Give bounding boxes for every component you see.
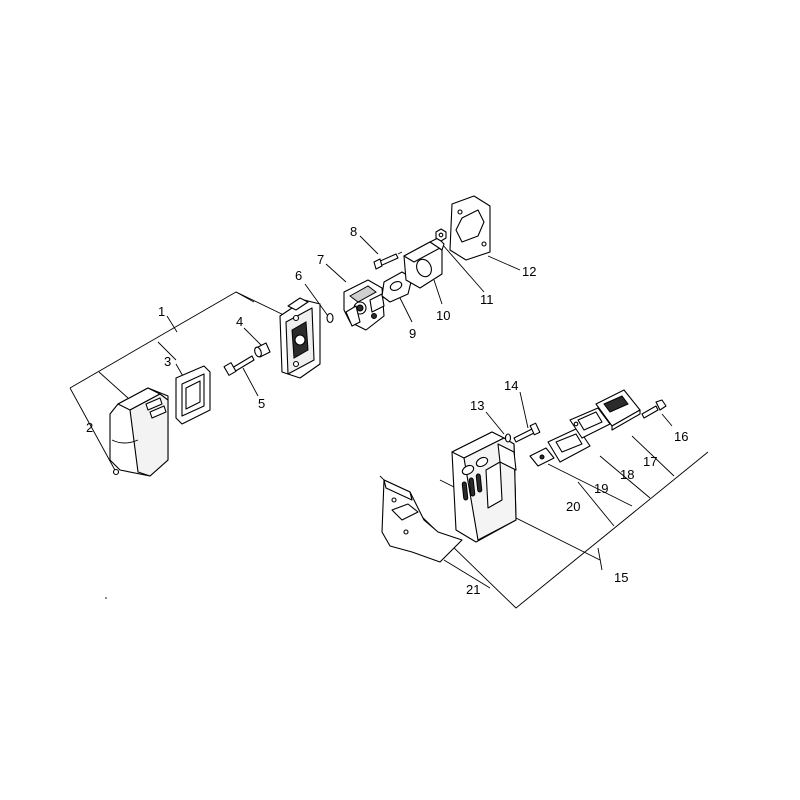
label-16: 16 — [674, 429, 688, 444]
screw-16 — [641, 399, 667, 419]
leader-18 — [599, 455, 651, 499]
leader-10 — [433, 279, 443, 305]
leader-15-b — [597, 547, 603, 571]
label-5: 5 — [258, 396, 265, 411]
label-15: 15 — [614, 570, 628, 585]
leader-16 — [661, 413, 673, 427]
label-7: 7 — [317, 252, 324, 267]
leader-13 — [485, 411, 505, 435]
washer-13 — [504, 433, 512, 443]
carburetor-7 — [343, 279, 385, 331]
insulator-10 — [403, 237, 445, 289]
bolt-14 — [513, 422, 541, 443]
leader-group-1 — [69, 291, 291, 389]
label-3: 3 — [164, 354, 171, 369]
nut-11 — [435, 228, 447, 242]
leader-group-1-b — [235, 291, 255, 303]
leader-5 — [242, 367, 259, 397]
leader-1-cover — [98, 371, 129, 399]
label-19: 19 — [594, 481, 608, 496]
label-17: 17 — [643, 454, 657, 469]
o-ring-6 — [326, 312, 334, 324]
gasket-9 — [381, 271, 413, 303]
label-9: 9 — [409, 326, 416, 341]
leader-group-15 — [379, 451, 709, 609]
leader-14 — [519, 391, 529, 429]
gasket-19 — [547, 427, 591, 463]
stray-dot — [105, 597, 107, 599]
label-10: 10 — [436, 308, 450, 323]
label-13: 13 — [470, 398, 484, 413]
label-4: 4 — [236, 314, 243, 329]
label-11: 11 — [480, 292, 494, 307]
air-cleaner-cover — [109, 387, 169, 477]
label-8: 8 — [350, 224, 357, 239]
leader-21 — [443, 559, 491, 589]
leader-6 — [304, 283, 329, 317]
bolt-5 — [223, 355, 255, 376]
label-2: 2 — [86, 420, 93, 435]
leader-1-mid — [157, 341, 177, 361]
muffler-body — [451, 431, 517, 543]
label-1: 1 — [158, 304, 165, 319]
leader-17 — [631, 435, 675, 477]
heat-shield-21 — [381, 479, 463, 563]
plate-20 — [529, 447, 555, 467]
label-14: 14 — [504, 378, 518, 393]
leader-1 — [166, 315, 178, 333]
leader-19 — [577, 481, 615, 527]
label-20: 20 — [566, 499, 580, 514]
label-6: 6 — [295, 268, 302, 283]
leader-20 — [547, 463, 633, 507]
gasket-12 — [449, 195, 491, 261]
cover-plate-17 — [595, 389, 641, 431]
leader-7 — [325, 263, 347, 283]
label-21: 21 — [466, 582, 480, 597]
air-cleaner-base — [279, 297, 321, 379]
leader-4 — [243, 327, 263, 347]
collar-4 — [254, 342, 271, 358]
leader-2 — [69, 387, 117, 473]
air-filter-element — [175, 365, 211, 425]
leader-12 — [487, 255, 521, 271]
leader-11 — [441, 243, 485, 293]
bolt-8 — [373, 251, 403, 270]
label-18: 18 — [620, 467, 634, 482]
leader-8 — [359, 235, 379, 255]
label-12: 12 — [522, 264, 536, 279]
